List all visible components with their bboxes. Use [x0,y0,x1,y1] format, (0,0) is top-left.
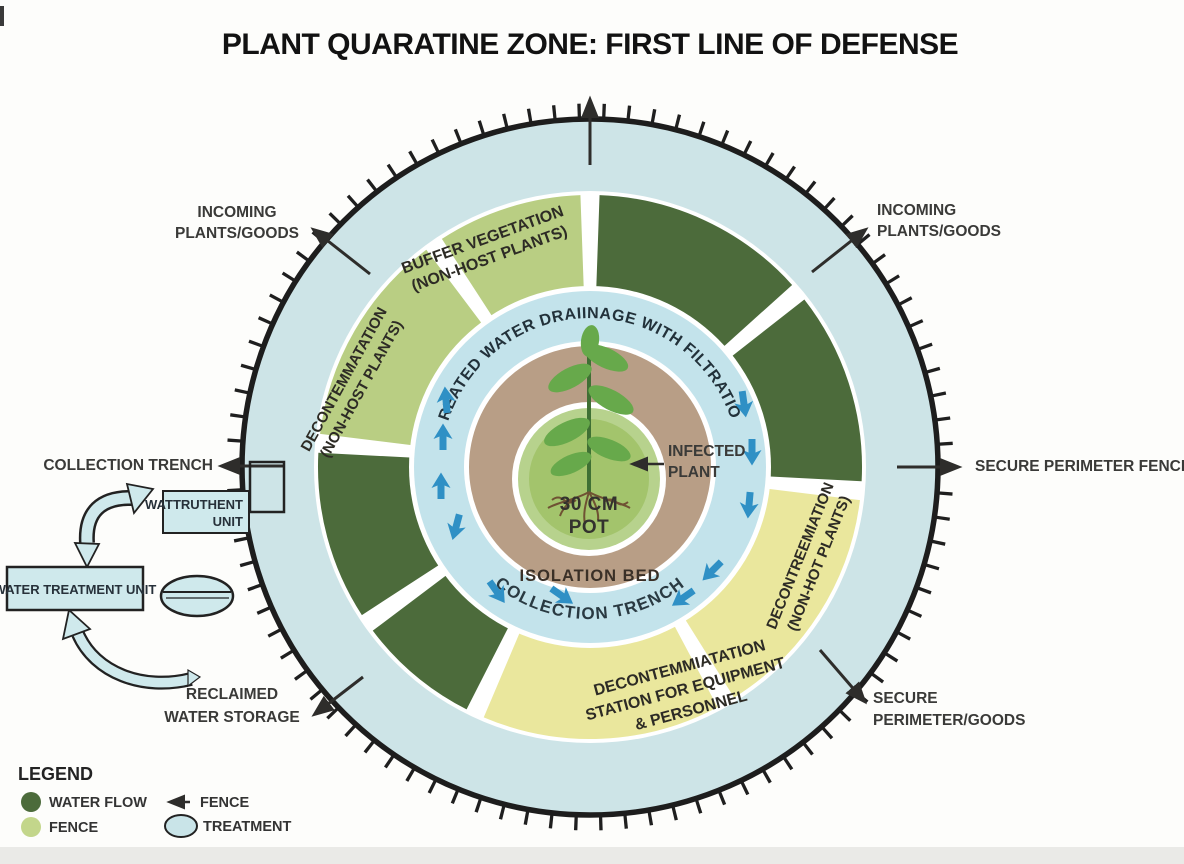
incoming-right-arrow [811,227,869,274]
return-arrow-body [73,631,193,688]
isolation-bed-label: ISOLATION BED [519,567,660,585]
incoming-left-label-line2: PLANTS/GOODS [175,225,299,242]
segment-dark-green-bottom-left [372,573,511,710]
loop-arrowhead-up [125,482,155,516]
bottom-edge-band [0,847,1184,864]
unit-large-label: WATER TREATMENT UNIT [0,582,156,597]
legend-fence-swatch [21,817,41,837]
incoming-right-label-line1: INCOMING [877,202,956,219]
segment-dark-green-right [729,299,862,482]
segment-buffer-vegetation [441,195,585,319]
zone-segments [318,195,862,739]
infected-plant-callout: INFECTED PLANT [629,443,746,481]
incoming-right-label-line2: PLANTS/GOODS [877,223,1001,240]
reclaimed-label-line2: WATER STORAGE [164,709,300,726]
infected-plant-label-line2: PLANT [668,464,720,481]
edge-artifact [0,6,4,26]
segment-decontamination-station [483,623,718,739]
loop-arrow-body [81,492,134,544]
perimeter-arrows [217,95,963,717]
quarantine-pot: 30 CM POT [512,325,666,556]
return-arrow-tail [187,668,202,688]
incoming-left-label-line1: INCOMING [197,204,276,221]
secure-perimeter-fence-label: SECURE PERIMETER FENCE [975,458,1184,475]
legend-treatment-label: TREATMENT [203,819,291,835]
water-treatment-loop: WATTRUTHENT UNIT WATER TREATMENT UNIT [0,460,286,690]
incoming-left-arrow [310,227,371,276]
pot-size-label-line1: 30 CM [560,494,618,515]
diagram-title: PLANT QUARATINE ZONE: FIRST LINE OF DEFE… [222,28,958,61]
segment-decontamination-right [683,487,860,698]
water-treatment-unit-box [5,565,145,612]
legend-fence-label: FENCE [49,820,98,836]
legend-heading: LEGEND [18,764,93,784]
secure-goods-arrow [818,649,867,705]
legend-water-flow-label: WATER FLOW [49,795,147,811]
legend-water-flow-swatch [21,792,41,812]
plant-roots [547,491,631,525]
collection-trench-label: COLLECTION TRENCH [43,457,213,474]
outside-labels: INCOMING PLANTS/GOODS INCOMING PLANTS/GO… [43,202,1184,729]
settling-tank-ellipse [159,574,235,618]
unit-small-label-line1: WATTRUTHENT [145,497,243,512]
pot-size-label-line2: POT [569,517,610,538]
legend: LEGEND WATER FLOW FENCE FENCE TREATMENT [18,764,291,838]
segment-dark-green-top-right [595,195,793,349]
legend-treatment-icon [164,814,198,838]
return-arrowhead [61,608,92,641]
trench-gate-box [248,460,286,514]
segment-decontamination-left [320,249,484,447]
infected-plant-label-line1: INFECTED [668,443,746,460]
unit-small-label-line2: UNIT [213,514,243,529]
water-treatment-unit-box-small [162,490,250,534]
loop-arrowhead-down [73,542,101,569]
secure-perimeter-goods-label-line2: PERIMETER/GOODS [873,712,1025,729]
secure-perimeter-goods-label-line1: SECURE [873,690,938,707]
segment-dark-green-left [318,452,442,616]
reclaimed-arrow [311,675,364,717]
reclaimed-label-line1: RECLAIMED [186,686,278,703]
legend-fence-arrow-label: FENCE [200,795,249,811]
plant-illustration [544,325,634,525]
